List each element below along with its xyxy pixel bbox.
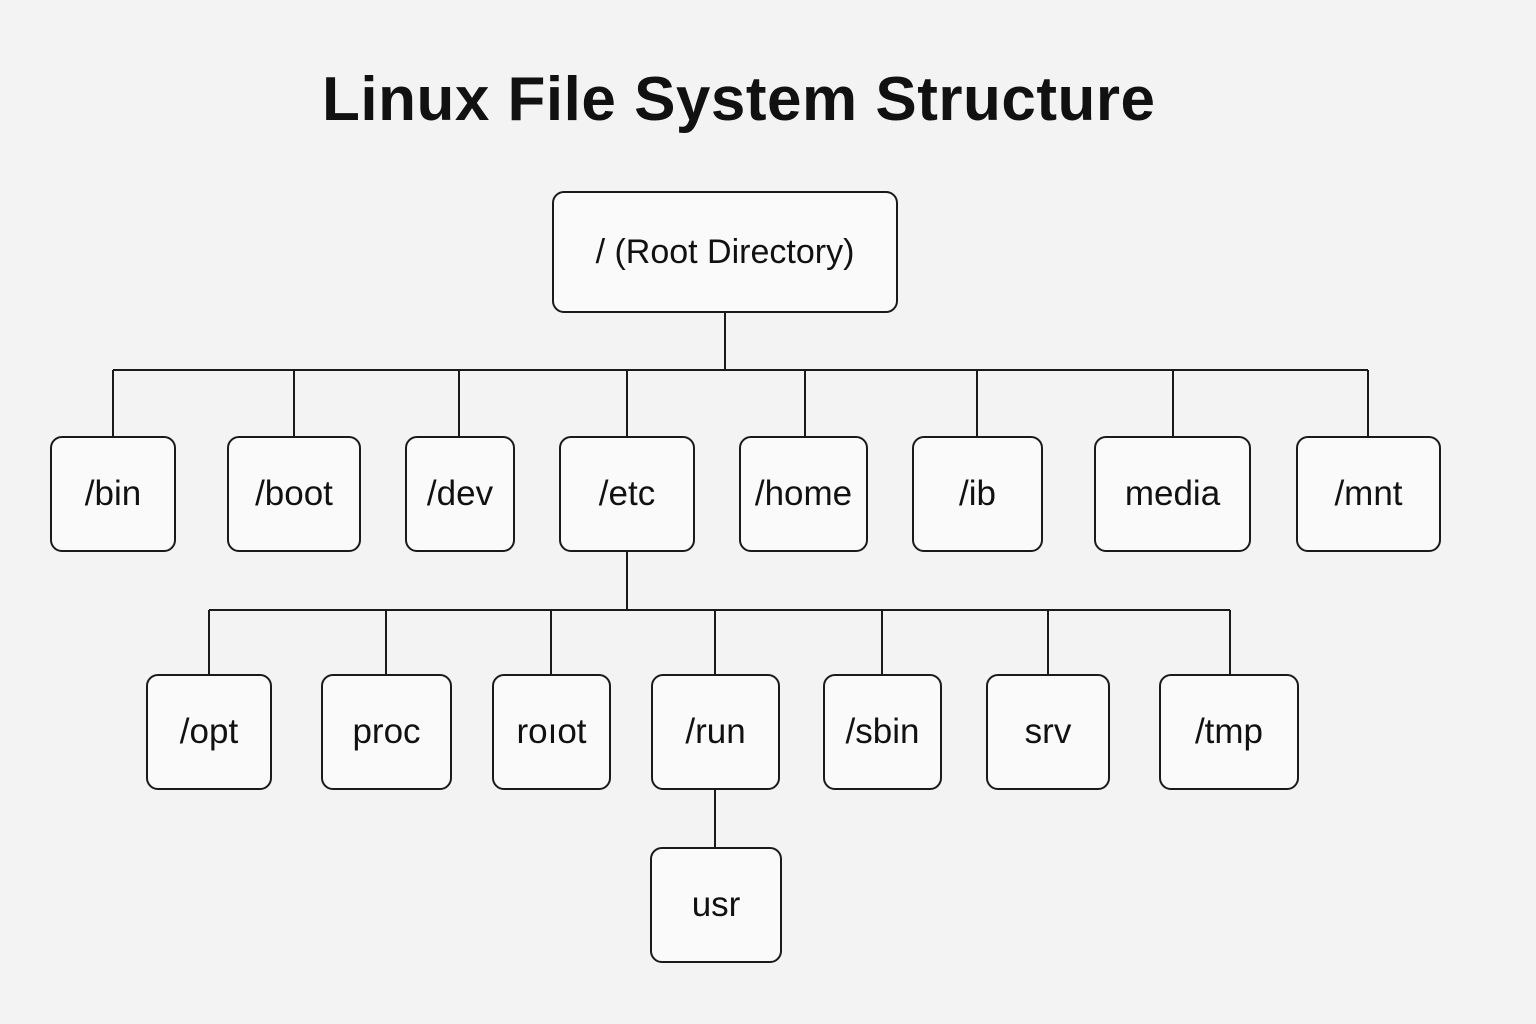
opt-node: /opt — [146, 674, 272, 790]
diagram-title: Linux File System Structure — [322, 65, 1156, 134]
media-label: media — [1124, 474, 1221, 513]
srv-label: srv — [1024, 712, 1072, 751]
usr-node: usr — [650, 847, 782, 963]
bin-node: /bin — [50, 436, 176, 552]
etc-node: /etc — [559, 436, 695, 552]
sbin-node: /sbin — [823, 674, 942, 790]
opt-label: /opt — [179, 712, 239, 751]
ib-node: /ib — [912, 436, 1043, 552]
etc-label: /etc — [598, 474, 656, 513]
run-label: /run — [685, 712, 746, 751]
boot-node: /boot — [227, 436, 361, 552]
mnt-node: /mnt — [1296, 436, 1441, 552]
root-directory-node: / (Root Directory) — [552, 191, 898, 313]
mnt-label: /mnt — [1334, 474, 1403, 513]
bin-label: /bin — [84, 474, 142, 513]
ib-label: /ib — [959, 474, 996, 513]
root-home-node: roıot — [492, 674, 611, 790]
dev-label: /dev — [426, 474, 494, 513]
tmp-node: /tmp — [1159, 674, 1299, 790]
dev-node: /dev — [405, 436, 515, 552]
home-node: /home — [739, 436, 868, 552]
srv-node: srv — [986, 674, 1110, 790]
usr-label: usr — [691, 885, 741, 924]
boot-label: /boot — [255, 474, 333, 513]
proc-label: proc — [352, 712, 421, 751]
home-label: /home — [754, 474, 853, 513]
media-node: media — [1094, 436, 1251, 552]
root-home-label: roıot — [516, 712, 587, 751]
run-node: /run — [651, 674, 780, 790]
proc-node: proc — [321, 674, 452, 790]
tmp-label: /tmp — [1194, 712, 1264, 751]
sbin-label: /sbin — [845, 712, 920, 751]
root-directory-label: / (Root Directory) — [595, 232, 855, 271]
